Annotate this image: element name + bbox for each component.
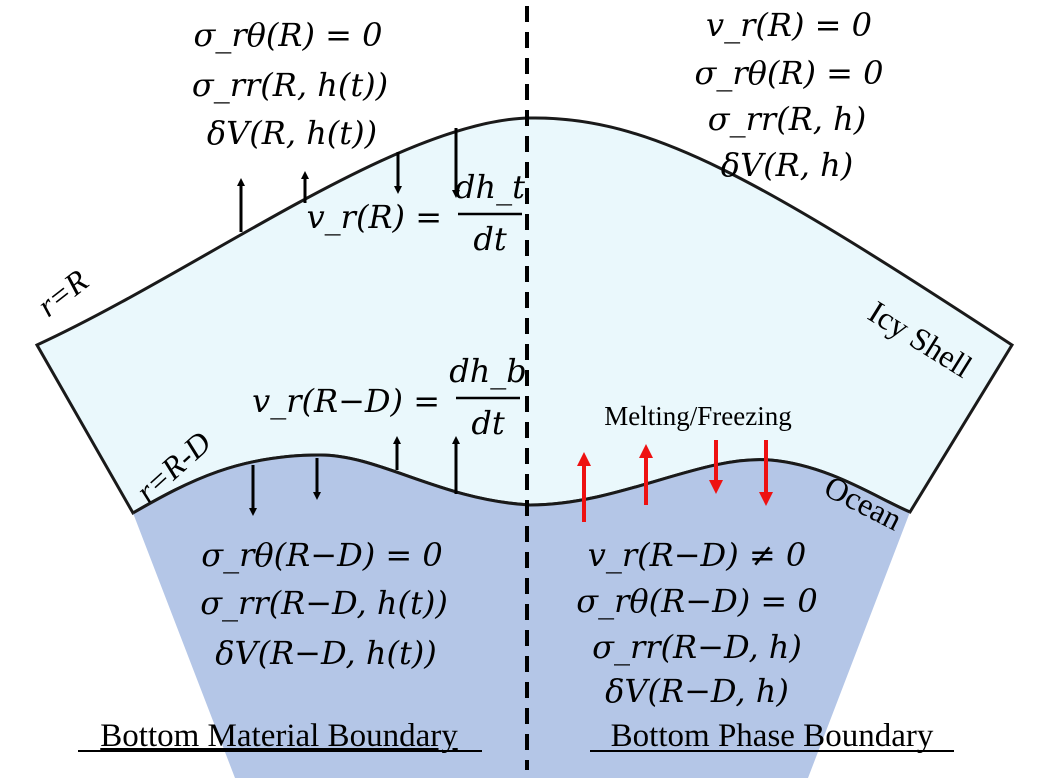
eq-tl-2: σ_rr(R, h(t)): [192, 66, 388, 104]
bottom-left-equations: σ_rθ(R−D) = 0 σ_rr(R−D, h(t)) δV(R−D, h(…: [200, 536, 448, 672]
bottom-right-equations: v_r(R−D) ≠ 0 σ_rθ(R−D) = 0 σ_rr(R−D, h) …: [576, 536, 817, 710]
bottom-boundary-arrows: [249, 436, 460, 516]
eq-bl-1: σ_rθ(R−D) = 0: [201, 536, 442, 574]
eq-tr-2: σ_rθ(R) = 0: [695, 54, 884, 92]
eq-br-4: δV(R−D, h): [605, 672, 789, 710]
label-melting: Melting/Freezing: [604, 401, 791, 431]
ocean-region: [133, 455, 910, 778]
red-arrow-head-1: [577, 452, 591, 466]
bottom-boundary-line: [132, 453, 911, 515]
top-surface-arrows: [237, 128, 460, 232]
red-arrow-head-4: [759, 492, 773, 506]
vr-bottom-num: dh_b: [449, 352, 527, 390]
red-arrow-head-3: [709, 480, 723, 494]
label-r-top: r=R: [30, 262, 95, 324]
eq-br-3: σ_rr(R−D, h): [592, 628, 802, 666]
eq-br-2: σ_rθ(R−D) = 0: [576, 582, 817, 620]
vr-top-equation: v_r(R) = dh_t dt: [307, 168, 526, 258]
eq-br-1: v_r(R−D) ≠ 0: [588, 536, 806, 574]
vr-bottom-den: dt: [471, 404, 504, 442]
top-right-equations: v_r(R) = 0 σ_rθ(R) = 0 σ_rr(R, h) δV(R, …: [695, 6, 884, 184]
vr-bottom-lhs: v_r(R−D) =: [252, 382, 440, 420]
eq-bl-3: δV(R−D, h(t)): [215, 634, 437, 672]
vr-top-num: dh_t: [455, 168, 525, 206]
top-left-equations: σ_rθ(R) = 0 σ_rr(R, h(t)) δV(R, h(t)): [192, 16, 388, 152]
eq-tr-3: σ_rr(R, h): [708, 100, 866, 138]
vr-top-den: dt: [473, 220, 506, 258]
eq-tl-1: σ_rθ(R) = 0: [194, 16, 383, 54]
eq-tr-1: v_r(R) = 0: [706, 6, 872, 44]
melting-arrows: [577, 440, 773, 522]
eq-tl-3: δV(R, h(t)): [207, 114, 377, 152]
vr-top-lhs: v_r(R) =: [307, 198, 442, 236]
red-arrow-head-2: [639, 444, 653, 458]
vr-bottom-equation: v_r(R−D) = dh_b dt: [252, 352, 527, 442]
eq-tr-4: δV(R, h): [721, 146, 853, 184]
caption-bottom-material: Bottom Material Boundary: [100, 718, 458, 754]
eq-bl-2: σ_rr(R−D, h(t)): [200, 584, 448, 622]
caption-bottom-phase: Bottom Phase Boundary: [611, 718, 934, 754]
